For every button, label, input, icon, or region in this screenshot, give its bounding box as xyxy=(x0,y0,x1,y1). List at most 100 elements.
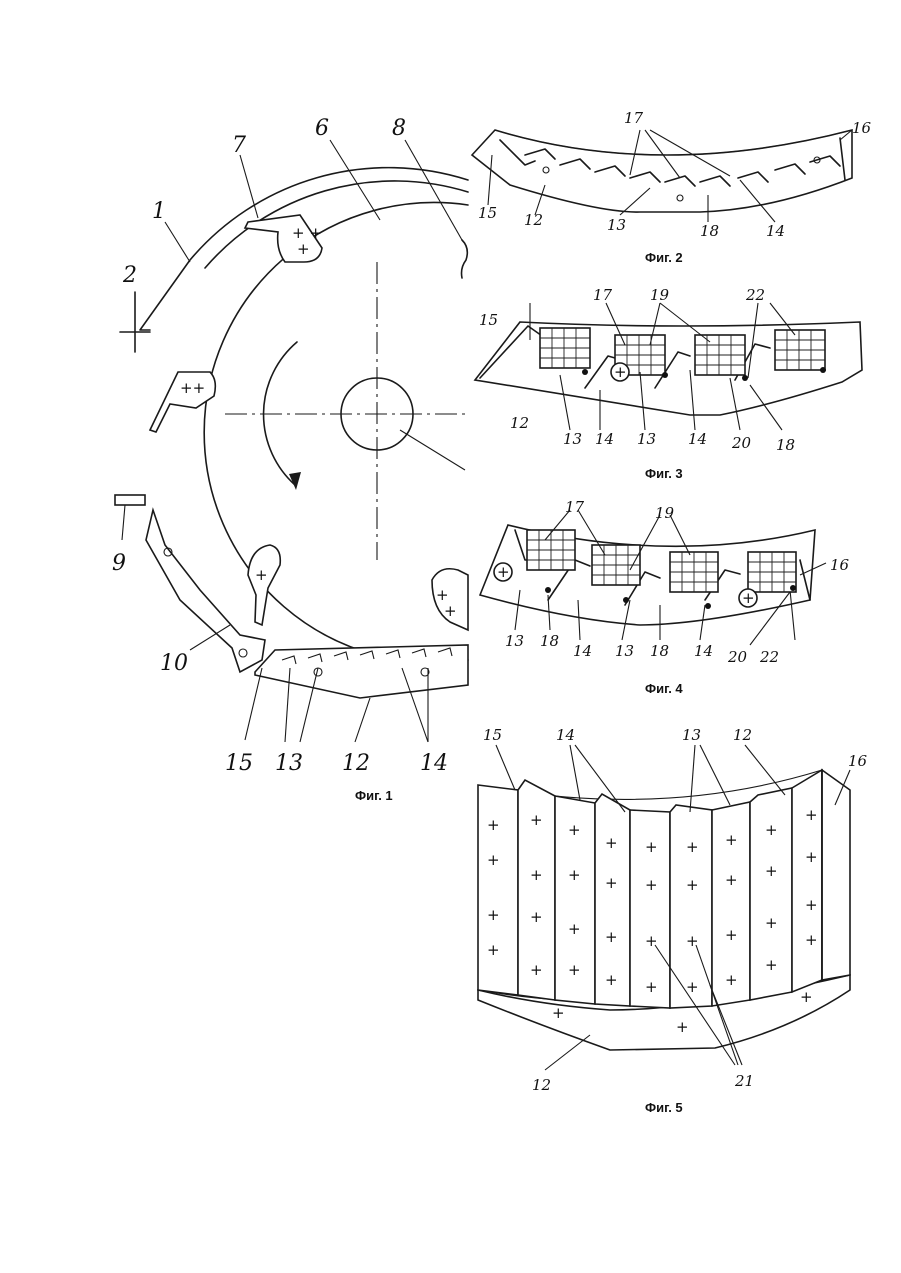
label-14: 14 xyxy=(420,751,448,776)
svg-text:+: + xyxy=(568,866,581,884)
svg-text:+: + xyxy=(568,821,581,839)
svg-text:+: + xyxy=(805,848,818,866)
svg-text:+: + xyxy=(645,838,658,856)
label-1: 1 xyxy=(152,199,166,224)
fig2-label-12: 12 xyxy=(524,211,543,229)
svg-text:+: + xyxy=(614,363,627,381)
fig2-label-13: 13 xyxy=(607,216,626,234)
fig4-label-13: 13 xyxy=(505,632,524,650)
svg-text:+: + xyxy=(530,866,543,884)
fig5-label-13: 13 xyxy=(682,726,701,744)
svg-text:+: + xyxy=(765,821,778,839)
figure-4: + + 17 19 16 13 18 14 13 18 xyxy=(480,498,850,696)
svg-text:+: + xyxy=(444,602,457,620)
svg-text:+: + xyxy=(530,908,543,926)
fig5-label-14: 14 xyxy=(556,726,575,744)
part-9 xyxy=(115,495,145,505)
figure-1: + + + ++ + + + xyxy=(110,108,468,803)
svg-text:+: + xyxy=(800,988,813,1006)
svg-text:+: + xyxy=(725,871,738,889)
fig5-label-21: 21 xyxy=(734,1072,754,1090)
fig3-label-15: 15 xyxy=(479,311,498,329)
label-12: 12 xyxy=(342,751,370,776)
svg-text:+: + xyxy=(645,978,658,996)
svg-text:+: + xyxy=(605,971,618,989)
fig4-label-14b: 14 xyxy=(694,642,713,660)
fig3-label-19: 19 xyxy=(650,286,670,304)
fig2-label-17: 17 xyxy=(624,109,644,127)
fig2-label-15: 15 xyxy=(478,204,497,222)
caption-fig-5: Фиг. 5 xyxy=(645,1100,683,1115)
fig2-label-16: 16 xyxy=(852,119,872,137)
fig5-label-15: 15 xyxy=(483,726,502,744)
svg-text:+: + xyxy=(765,956,778,974)
fig3-label-14b: 14 xyxy=(688,430,707,448)
svg-text:+: + xyxy=(605,874,618,892)
svg-text:+: + xyxy=(487,851,500,869)
fig4-label-16: 16 xyxy=(830,556,850,574)
svg-text:+: + xyxy=(805,806,818,824)
svg-text:+: + xyxy=(568,920,581,938)
svg-text:+: + xyxy=(686,978,699,996)
fig5-label-16: 16 xyxy=(848,752,868,770)
svg-text:+: + xyxy=(765,914,778,932)
caption-fig-4: Фиг. 4 xyxy=(645,681,683,696)
fig2-label-14: 14 xyxy=(766,222,785,240)
svg-text:+: + xyxy=(297,240,310,258)
label-7: 7 xyxy=(232,133,246,158)
caption-fig-1: Фиг. 1 xyxy=(355,788,393,803)
fig2-label-18: 18 xyxy=(700,222,719,240)
fig4-label-18b: 18 xyxy=(650,642,669,660)
svg-text:+: + xyxy=(552,1004,565,1022)
svg-text:+: + xyxy=(255,566,268,584)
figure-3: + 15 17 19 22 12 13 14 13 14 20 xyxy=(475,286,862,481)
fig4-label-19: 19 xyxy=(655,504,675,522)
fig3-label-18: 18 xyxy=(776,436,795,454)
fig4-label-18: 18 xyxy=(540,632,559,650)
svg-text:+: + xyxy=(676,1018,689,1036)
svg-text:+: + xyxy=(742,589,755,607)
svg-text:+: + xyxy=(497,563,510,581)
svg-text:+: + xyxy=(487,941,500,959)
svg-text:+: + xyxy=(725,926,738,944)
svg-text:+: + xyxy=(686,876,699,894)
label-10: 10 xyxy=(160,651,188,676)
svg-text:+: + xyxy=(605,834,618,852)
fig3-label-12: 12 xyxy=(510,414,529,432)
svg-text:+: + xyxy=(805,896,818,914)
fig3-label-13: 13 xyxy=(563,430,582,448)
svg-text:+: + xyxy=(645,932,658,950)
label-6: 6 xyxy=(315,116,329,141)
svg-text:+: + xyxy=(686,838,699,856)
svg-text:+: + xyxy=(605,928,618,946)
fig3-label-14: 14 xyxy=(595,430,614,448)
svg-text:+: + xyxy=(725,831,738,849)
fig3-label-13b: 13 xyxy=(637,430,656,448)
fig4-label-13b: 13 xyxy=(615,642,634,660)
svg-text:+: + xyxy=(530,961,543,979)
svg-text:+: + xyxy=(530,811,543,829)
svg-text:+: + xyxy=(487,906,500,924)
svg-text:+: + xyxy=(805,931,818,949)
svg-text:+: + xyxy=(725,971,738,989)
svg-text:++: ++ xyxy=(180,379,205,397)
fig4-label-22: 22 xyxy=(759,648,779,666)
caption-fig-2: Фиг. 2 xyxy=(645,250,683,265)
fig3-label-22: 22 xyxy=(745,286,765,304)
figure-5: ++++ ++++ ++++ ++++ ++++ ++++ ++++ ++++ … xyxy=(468,710,870,1115)
svg-text:+: + xyxy=(568,961,581,979)
svg-text:+: + xyxy=(765,862,778,880)
svg-text:+: + xyxy=(487,816,500,834)
caption-fig-3: Фиг. 3 xyxy=(645,466,683,481)
label-13: 13 xyxy=(275,751,303,776)
fig4-label-14: 14 xyxy=(573,642,592,660)
fig5-label-12: 12 xyxy=(733,726,752,744)
label-8: 8 xyxy=(392,116,406,141)
fig3-label-17: 17 xyxy=(593,286,613,304)
fig4-label-20: 20 xyxy=(727,648,748,666)
fig5-label-12-base: 12 xyxy=(532,1076,551,1094)
label-9: 9 xyxy=(112,551,126,576)
label-15: 15 xyxy=(225,751,253,776)
fig4-label-17: 17 xyxy=(565,498,585,516)
